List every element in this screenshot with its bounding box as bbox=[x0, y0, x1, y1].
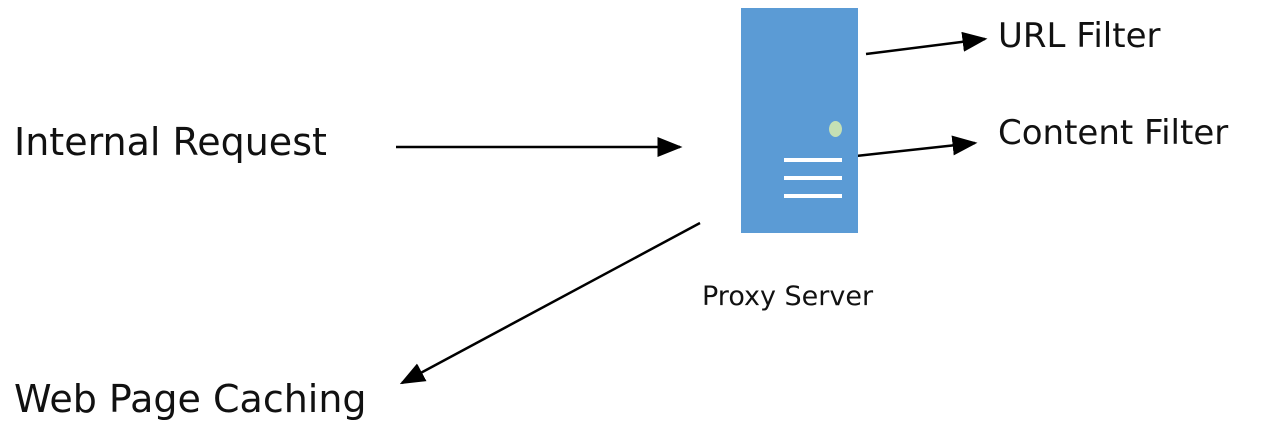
server-vent-line bbox=[784, 194, 842, 198]
content-filter-label: Content Filter bbox=[998, 113, 1229, 153]
arrow-proxy-to-url-filter bbox=[865, 31, 988, 56]
internal-request-label: Internal Request bbox=[14, 120, 327, 164]
url-filter-label: URL Filter bbox=[998, 16, 1161, 56]
proxy-server-label: Proxy Server bbox=[702, 281, 874, 312]
proxy-server-icon bbox=[741, 8, 858, 233]
server-vent-line bbox=[784, 176, 842, 180]
server-status-led bbox=[829, 121, 842, 137]
arrow-proxy-to-content-filter bbox=[855, 135, 978, 158]
server-vent-line bbox=[784, 158, 842, 162]
web-page-caching-label: Web Page Caching bbox=[14, 377, 367, 421]
arrow-proxy-to-web-page-caching bbox=[399, 221, 701, 385]
